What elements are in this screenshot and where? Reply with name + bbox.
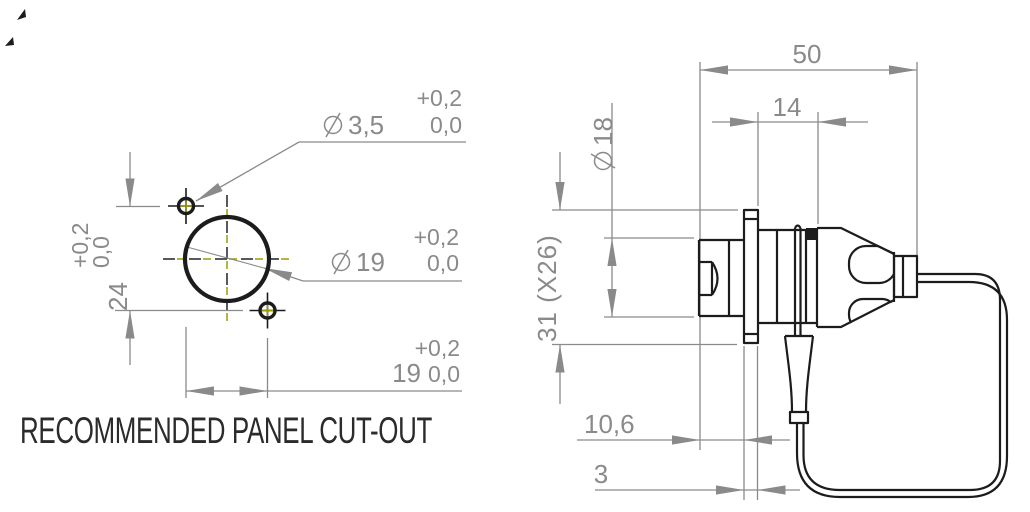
vertical-spacing-tol-lower: 0,0: [88, 236, 114, 268]
cap-rear-knob: [892, 254, 919, 299]
flange-size-value: 31 (X26): [532, 234, 562, 342]
horizontal-spacing-tol-upper: +0,2: [415, 335, 460, 361]
main-hole-tol-lower: 0,0: [427, 250, 459, 276]
main-hole-tol-upper: +0,2: [414, 224, 459, 250]
connector-barrel: [758, 228, 817, 325]
protective-cap: [815, 226, 919, 329]
dimension-body-diameter-18: 18: [588, 103, 694, 318]
mounting-hole-tol-upper: +0,2: [417, 85, 462, 111]
main-cutout-circle: [182, 214, 272, 304]
tether-cord: [795, 272, 1009, 499]
panel-cutout-view: 24 +0,2 0,0 19 +0,2 0,0 3,5 +0,2 0,0: [20, 85, 466, 451]
vertical-spacing-value: 24: [103, 282, 133, 311]
side-view: 50 14: [532, 39, 1009, 500]
horizontal-spacing-tol-lower: 0,0: [428, 361, 460, 387]
dimension-rear-depth-10-6: 10,6: [577, 346, 790, 500]
vertical-spacing-tol-upper: +0,2: [67, 223, 93, 268]
dimension-coupling-14: 14: [712, 92, 868, 224]
dimension-flange-thickness-3: 3: [594, 459, 800, 495]
dimension-flange-31: 31 (X26): [532, 152, 738, 404]
mounting-hole-tol-lower: 0,0: [430, 112, 462, 138]
cap-tether-strap: [783, 224, 815, 425]
cap-grip-slots: [847, 244, 895, 328]
connector-flange: [742, 208, 760, 345]
mounting-hole-top: [168, 188, 204, 224]
diameter-symbol-icon: [590, 151, 616, 171]
connector-outline: [697, 208, 1009, 499]
side-view-dimensions: 50 14: [532, 39, 918, 500]
diameter-symbol-icon: [331, 249, 351, 275]
flange-thickness-value: 3: [594, 459, 608, 489]
mounting-hole-diameter-value: 3,5: [348, 110, 384, 140]
leader-main-hole-diameter: 19 +0,2 0,0: [186, 224, 462, 282]
leader-mounting-hole-diameter: 3,5 +0,2 0,0: [193, 85, 466, 205]
dimension-horizontal-19: 19 +0,2 0,0: [185, 327, 462, 398]
diameter-symbol-icon: [323, 112, 343, 138]
coupling-length-value: 14: [773, 92, 802, 122]
body-diameter-value: 18: [588, 117, 618, 146]
view-title: RECOMMENDED PANEL CUT-OUT: [20, 410, 432, 451]
main-hole-diameter-value: 19: [356, 247, 385, 277]
dimension-overall-50: 50: [699, 39, 918, 450]
crop-marks: [5, 9, 26, 46]
overall-length-value: 50: [793, 39, 822, 69]
seal-ring-mark: [806, 228, 816, 240]
dimension-vertical-24: 24 +0,2 0,0: [67, 152, 243, 365]
rear-depth-value: 10,6: [584, 409, 635, 439]
horizontal-spacing-value: 19: [392, 358, 421, 388]
connector-rear-body: [697, 238, 744, 318]
mounting-hole-bottom: [249, 292, 286, 329]
